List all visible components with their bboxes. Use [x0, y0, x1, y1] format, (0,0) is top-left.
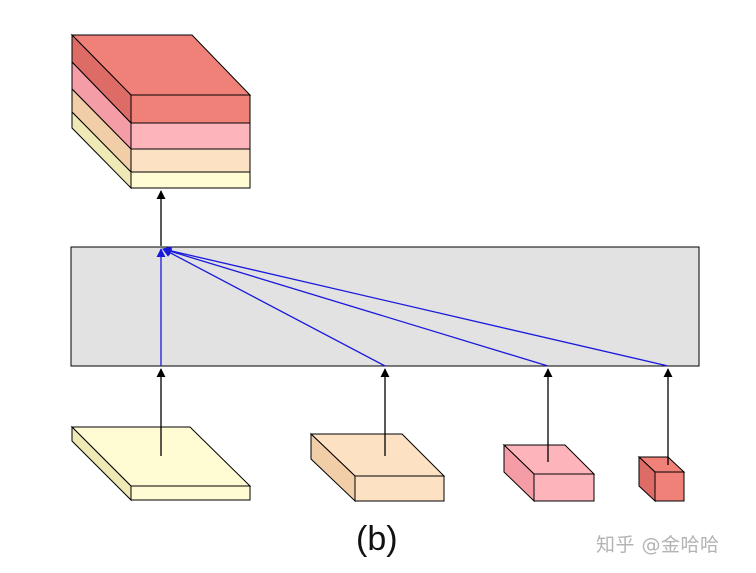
fusion-module-box — [70, 246, 700, 367]
output-layer-4-front — [130, 94, 251, 124]
blue-arrow-from-level4 — [162, 246, 669, 367]
level1-front-face — [130, 485, 251, 501]
input-feature-map-level3 — [502, 443, 596, 503]
input-feature-map-level1 — [70, 425, 252, 502]
output-layer-3-front — [130, 122, 251, 150]
level4-front-face — [654, 471, 685, 502]
fusion-connections — [156, 246, 669, 367]
figure-caption: (b) — [356, 520, 398, 558]
level3-front-face — [533, 473, 595, 502]
watermark: 知乎 @金哈哈 — [596, 534, 720, 556]
blue-arrow-from-level3 — [162, 247, 549, 367]
level2-front-face — [354, 475, 445, 502]
input-feature-map-level2 — [309, 432, 446, 503]
output-layer-1-front — [130, 171, 251, 189]
output-stacked-feature-block — [70, 33, 252, 190]
output-layer-2-front — [130, 148, 251, 173]
input-feature-map-level4 — [637, 455, 686, 503]
blue-arrow-from-level2 — [162, 248, 386, 367]
